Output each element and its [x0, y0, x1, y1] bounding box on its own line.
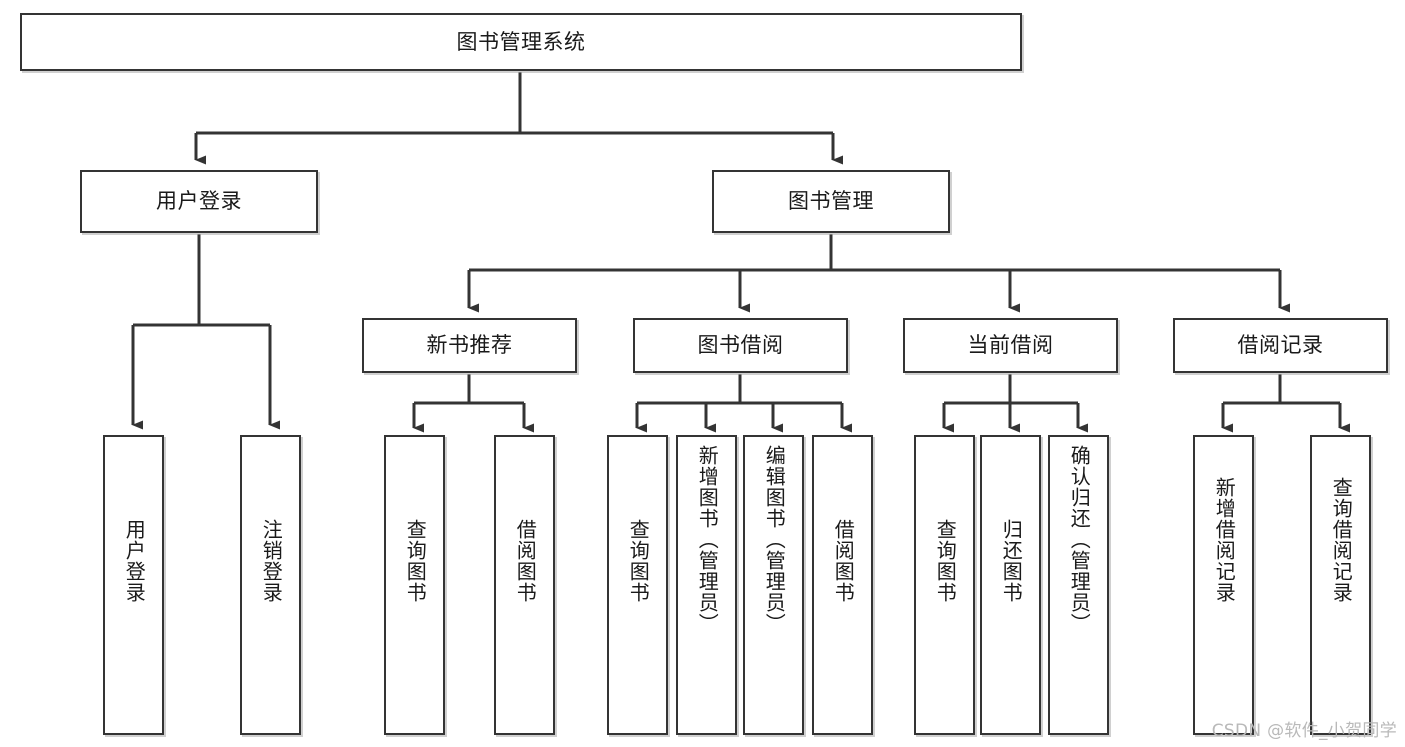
leaf-borrow-book-2-label: 借阅图书 — [831, 519, 856, 603]
leaf-user-logout-label: 注销登录 — [259, 519, 284, 603]
node-root[interactable]: 图书管理系统 — [20, 13, 1022, 71]
node-new-book-recommend-label: 新书推荐 — [426, 333, 513, 357]
leaf-borrow-book-2[interactable]: 借阅图书 — [812, 435, 873, 735]
leaf-query-record-label: 查询借阅记录 — [1329, 477, 1354, 603]
leaf-user-login[interactable]: 用户登录 — [103, 435, 164, 735]
node-current-borrow-label: 当前借阅 — [967, 333, 1054, 357]
node-book-manage-label: 图书管理 — [788, 189, 874, 213]
leaf-query-book-1[interactable]: 查询图书 — [384, 435, 445, 735]
node-new-book-recommend[interactable]: 新书推荐 — [362, 318, 577, 373]
leaf-query-book-2[interactable]: 查询图书 — [607, 435, 668, 735]
leaf-add-record[interactable]: 新增借阅记录 — [1193, 435, 1254, 735]
node-user-login-label: 用户登录 — [156, 189, 242, 213]
node-book-manage[interactable]: 图书管理 — [712, 170, 950, 233]
node-borrow-record-label: 借阅记录 — [1237, 333, 1324, 357]
leaf-edit-book-label: 编辑图书（管理员） — [762, 445, 787, 634]
leaf-query-book-2-label: 查询图书 — [626, 519, 651, 603]
leaf-user-logout[interactable]: 注销登录 — [240, 435, 301, 735]
leaf-add-book[interactable]: 新增图书（管理员） — [676, 435, 737, 735]
leaf-query-book-3-label: 查询图书 — [933, 519, 958, 603]
node-borrow-record[interactable]: 借阅记录 — [1173, 318, 1388, 373]
node-book-borrow[interactable]: 图书借阅 — [633, 318, 848, 373]
leaf-borrow-book-1-label: 借阅图书 — [513, 519, 538, 603]
leaf-confirm-return-label: 确认归还（管理员） — [1067, 445, 1092, 634]
leaf-return-book[interactable]: 归还图书 — [980, 435, 1041, 735]
csdn-watermark: CSDN @软件_小贺同学 — [1211, 721, 1397, 741]
leaf-query-record[interactable]: 查询借阅记录 — [1310, 435, 1371, 735]
leaf-query-book-3[interactable]: 查询图书 — [914, 435, 975, 735]
leaf-user-login-label: 用户登录 — [122, 519, 147, 603]
leaf-borrow-book-1[interactable]: 借阅图书 — [494, 435, 555, 735]
leaf-edit-book[interactable]: 编辑图书（管理员） — [743, 435, 804, 735]
leaf-confirm-return[interactable]: 确认归还（管理员） — [1048, 435, 1109, 735]
leaf-add-record-label: 新增借阅记录 — [1212, 477, 1237, 603]
leaf-query-book-1-label: 查询图书 — [403, 519, 428, 603]
node-book-borrow-label: 图书借阅 — [697, 333, 784, 357]
leaf-return-book-label: 归还图书 — [999, 519, 1024, 603]
leaf-add-book-label: 新增图书（管理员） — [695, 445, 720, 634]
node-current-borrow[interactable]: 当前借阅 — [903, 318, 1118, 373]
node-user-login[interactable]: 用户登录 — [80, 170, 318, 233]
node-root-label: 图书管理系统 — [456, 29, 586, 54]
